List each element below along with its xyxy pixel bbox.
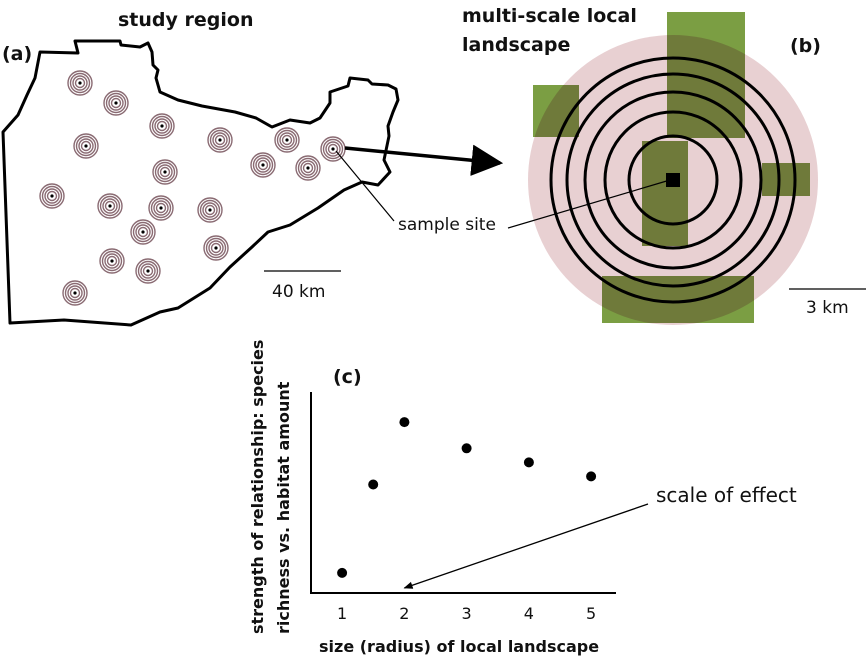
scale-of-effect-arrow [403,503,649,589]
panel-c-label: (c) [333,366,362,388]
sample-site-callout-line-b [507,179,671,229]
scale-bar-3km-label: 3 km [806,298,849,318]
data-point [368,479,379,490]
sample-site-symbol [99,248,125,274]
sample-site-symbol [130,219,156,245]
panel-b: multi-scale local landscape (b) [462,5,866,325]
x-axis-label: size (radius) of local landscape [319,637,599,656]
sample-site-symbol [149,113,175,139]
y-axis-label: strength of relationship: species richne… [248,340,293,634]
data-point [399,417,410,428]
sample-site-symbol [67,70,93,96]
scale-ring-4 [565,72,781,288]
panel-b-label: (b) [790,35,821,57]
panel-c: (c) strength of relationship: species ri… [248,340,797,656]
sample-site-symbol [97,193,123,219]
scale-ring-5 [549,56,797,304]
panel-a: (a) study region sample site 40 km [1,9,504,327]
sample-site-symbol [135,258,161,284]
sample-site-symbol [250,152,276,178]
panel-b-title-line2: landscape [462,34,570,56]
sample-site-symbol [274,127,300,153]
sample-site-symbol [152,159,178,185]
sample-sites [39,70,346,306]
scale-of-effect-label: scale of effect [656,483,797,507]
x-tick-label: 5 [586,604,596,623]
sample-site-symbol [207,127,233,153]
scale-ring-2 [603,110,743,250]
y-axis-label-line2: richness vs. habitat amount [274,381,293,634]
data-points [337,417,597,578]
data-point [523,457,534,468]
scale-bar-40km-label: 40 km [272,282,325,302]
x-tick-label: 2 [399,604,409,623]
sample-site-symbol [148,195,174,221]
study-region-outline [1,39,400,327]
chart-axes [310,392,616,594]
sample-site-callout-label: sample site [398,215,496,235]
sample-site-symbol [62,280,88,306]
scale-ring-3 [583,90,763,270]
sample-site-symbol [197,197,223,223]
sample-site-symbol [73,133,99,159]
x-tick-labels: 1 2 3 4 5 [337,604,596,623]
data-point [461,443,472,454]
panel-a-title: study region [118,9,253,31]
data-point [586,471,597,482]
panel-b-title-line1: multi-scale local [462,5,637,27]
y-axis-label-line1: strength of relationship: species [248,340,267,634]
panel-a-label: (a) [2,43,32,65]
scale-ring-1 [627,134,719,226]
sample-site-symbol [320,136,346,162]
x-tick-label: 1 [337,604,347,623]
sample-site-marker [666,173,680,187]
sample-site-symbol [295,155,321,181]
x-tick-label: 3 [462,604,472,623]
scale-rings [549,56,797,304]
sample-site-symbol [39,183,65,209]
data-point [337,567,348,578]
sample-site-callout-line [335,150,395,222]
x-tick-label: 4 [524,604,534,623]
sample-site-symbol [203,235,229,261]
sample-site-arrow [344,144,504,176]
sample-site-symbol [103,90,129,116]
